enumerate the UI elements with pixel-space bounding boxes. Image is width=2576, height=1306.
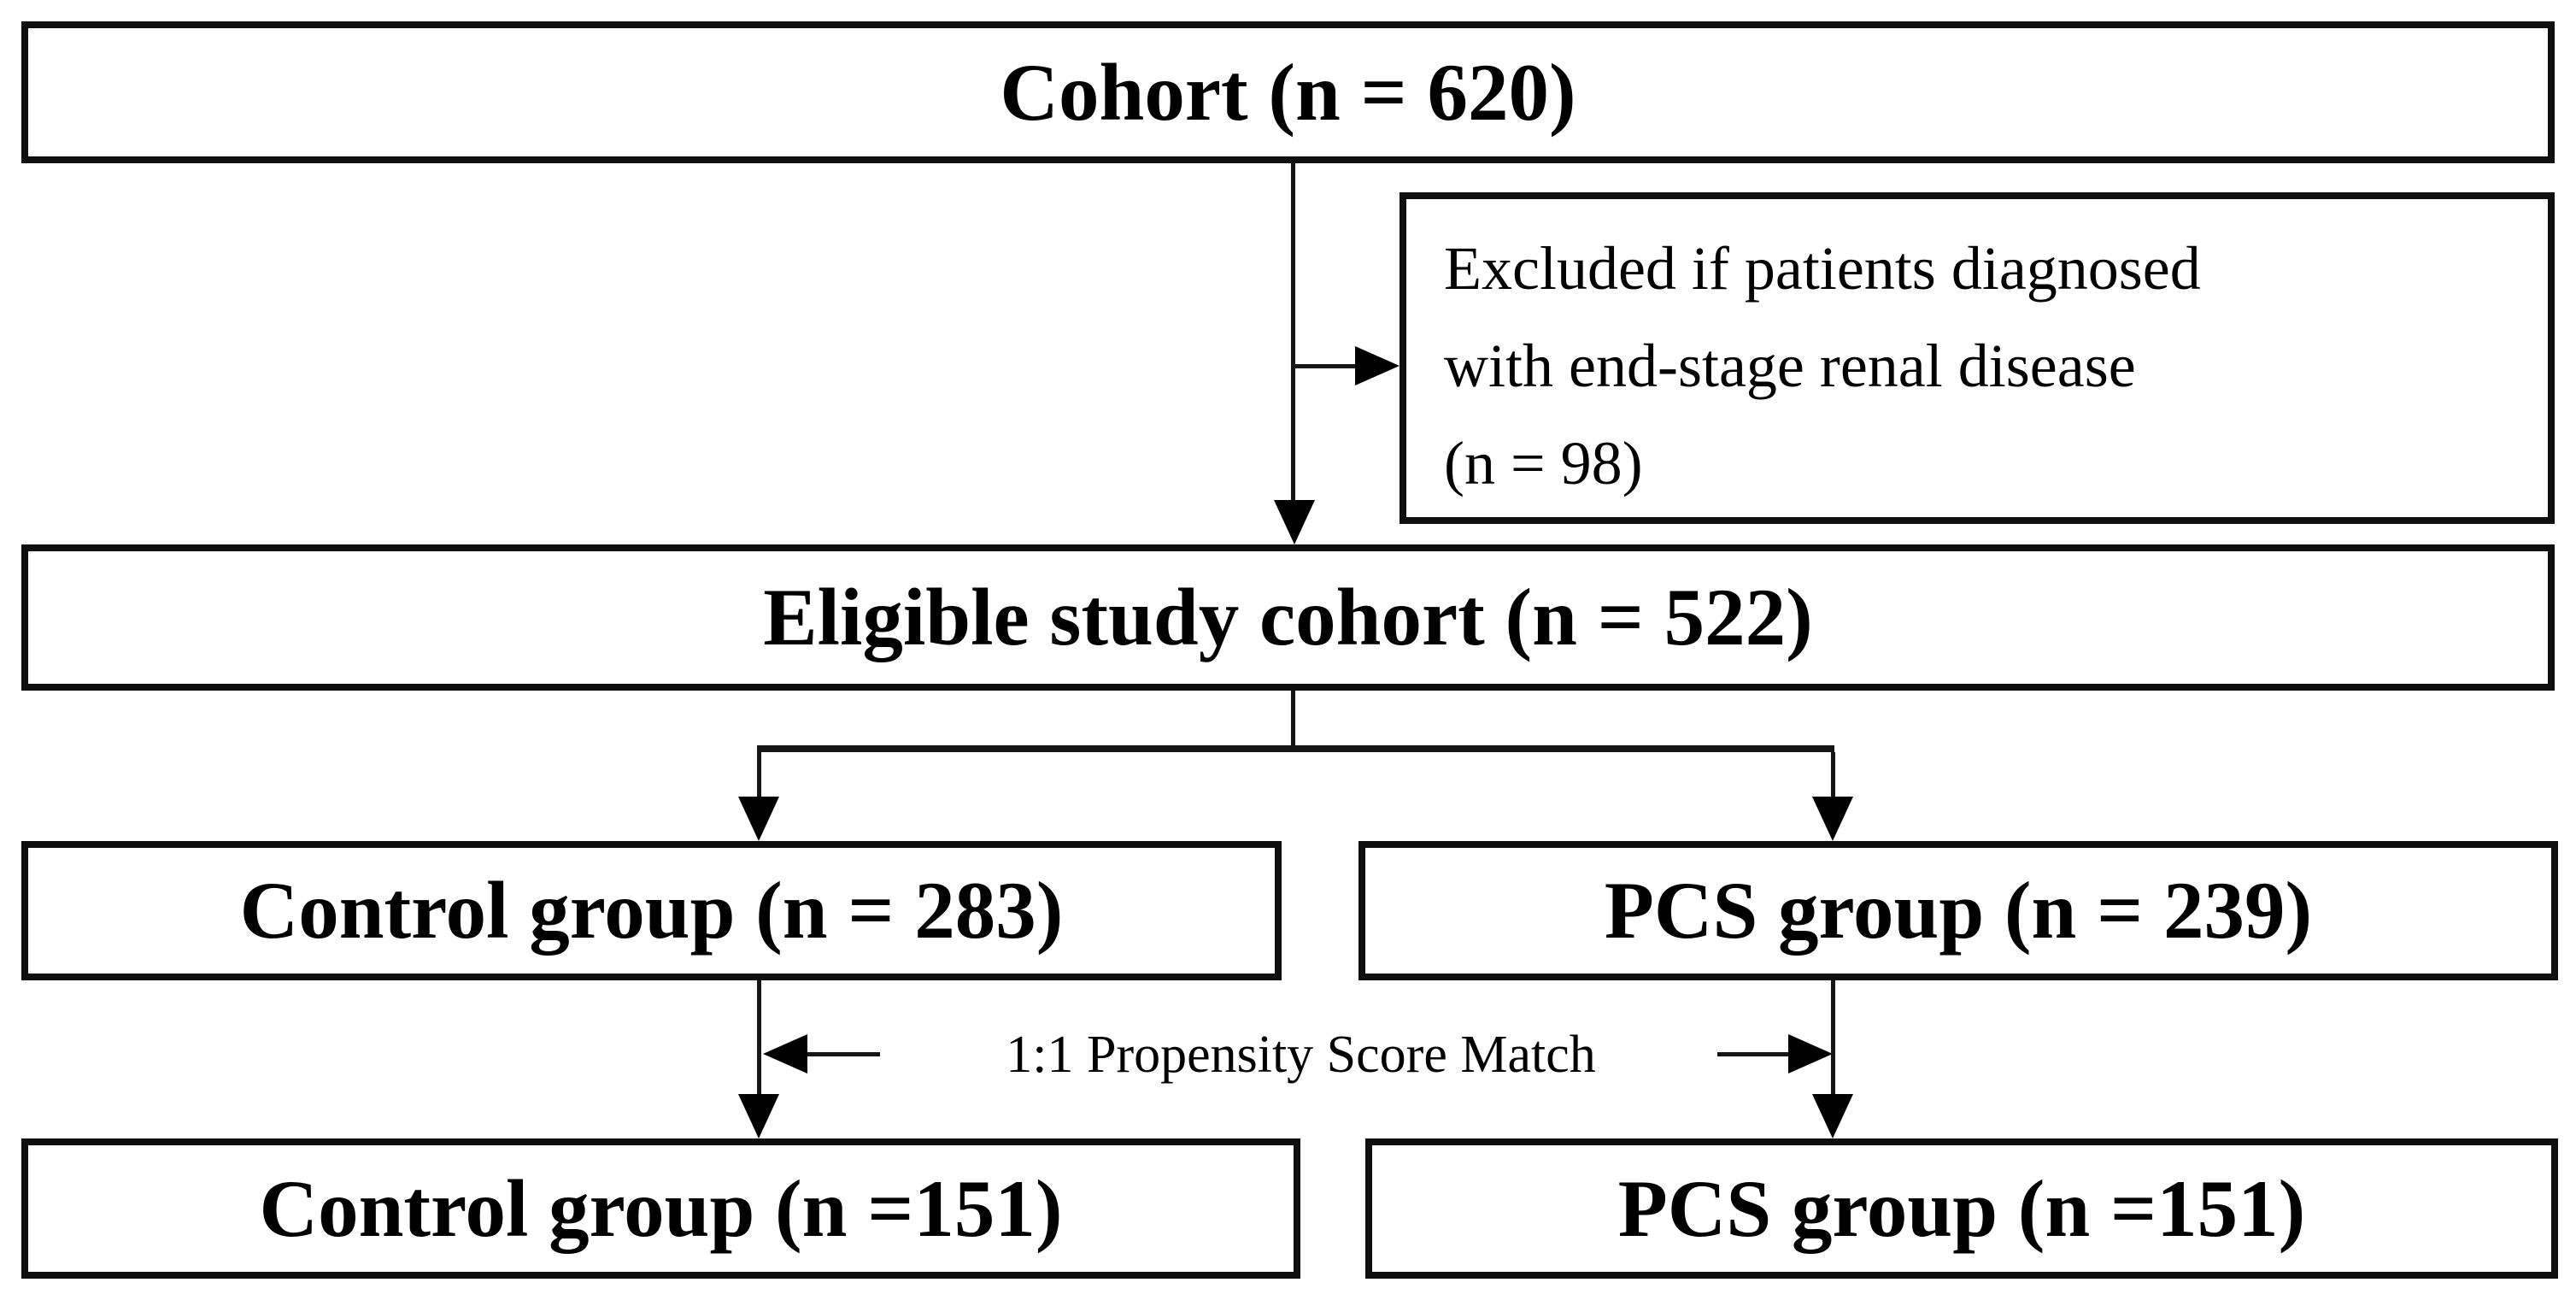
excluded-line-1: Excluded if patients diagnosed [1444,234,2201,303]
propensity-match-label: 1:1 Propensity Score Match [1006,1026,1596,1084]
arrowhead-down-control-matched-icon [738,1094,779,1138]
arrowhead-down-pcs-icon [1812,797,1853,841]
excluded-line-2: with end-stage renal disease [1444,332,2136,400]
arrowhead-down-eligible-icon [1274,500,1315,544]
connector-split-bar [757,745,1834,752]
cohort-label: Cohort (n = 620) [1000,46,1576,138]
arrowhead-down-pcs-matched-icon [1812,1094,1853,1138]
eligible-cohort-label: Eligible study cohort (n = 522) [763,572,1813,662]
control-group-matched-box: Control group (n =151) [21,1138,1300,1279]
excluded-text: Excluded if patients diagnosed with end-… [1444,220,2201,512]
excluded-box: Excluded if patients diagnosed with end-… [1399,192,2555,524]
connector-branch-to-excluded [1293,364,1357,368]
connector-eligible-stub [1291,691,1295,747]
pcs-group-matched-label: PCS group (n =151) [1617,1162,2306,1254]
control-group-box: Control group (n = 283) [21,841,1282,980]
arrowhead-right-excluded-icon [1355,346,1399,385]
control-group-label: Control group (n = 283) [239,865,1064,956]
excluded-line-3: (n = 98) [1444,429,1643,497]
connector-drop-right [1831,752,1835,798]
connector-pcs-to-matched [1831,980,1835,1095]
match-arrow-left-tail [807,1052,880,1056]
arrowhead-down-control-icon [738,797,779,841]
pcs-group-box: PCS group (n = 239) [1358,841,2558,980]
connector-drop-left [757,752,761,798]
connector-control-to-matched [757,980,761,1095]
match-arrow-right-tail [1717,1052,1788,1056]
pcs-group-label: PCS group (n = 239) [1604,865,2313,956]
arrowhead-right-match-icon [1788,1034,1833,1074]
pcs-group-matched-box: PCS group (n =151) [1365,1138,2558,1279]
connector-cohort-to-eligible [1291,162,1295,500]
control-group-matched-label: Control group (n =151) [259,1162,1063,1254]
eligible-cohort-box: Eligible study cohort (n = 522) [21,544,2555,691]
arrowhead-left-match-icon [763,1034,807,1074]
cohort-box: Cohort (n = 620) [21,21,2555,163]
